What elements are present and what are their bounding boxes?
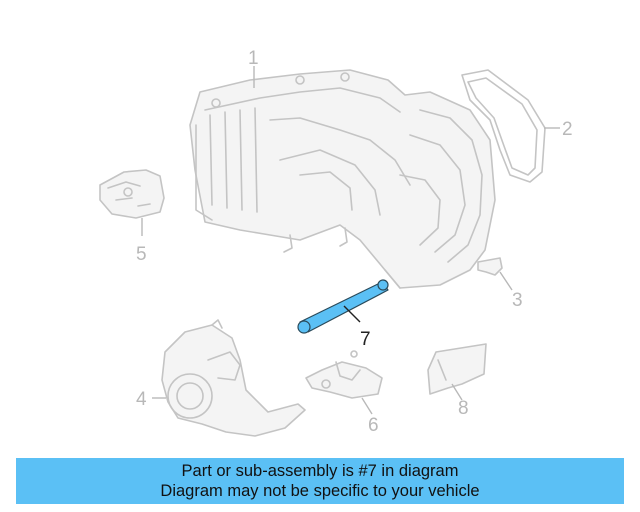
part-5-actuator <box>99 169 165 219</box>
part-8-shield <box>427 343 487 395</box>
callout-2: 2 <box>562 119 573 140</box>
callout-1: 1 <box>248 48 259 69</box>
leader-8 <box>451 383 463 401</box>
part-3-bracket <box>477 257 503 276</box>
leader-3 <box>499 271 513 291</box>
notice-line-2: Diagram may not be specific to your vehi… <box>160 482 480 500</box>
part-2-seal <box>461 69 546 183</box>
callout-3: 3 <box>512 290 523 311</box>
part-7-highlighted <box>297 279 389 334</box>
part-4-blower <box>161 319 306 437</box>
part-7-end-b <box>377 279 389 291</box>
callout-6: 6 <box>368 415 379 436</box>
callout-4: 4 <box>136 389 147 410</box>
part-6-resistor <box>305 350 383 399</box>
callout-7: 7 <box>360 329 371 350</box>
part-7-end-a <box>297 320 311 334</box>
leader-7 <box>343 305 361 323</box>
notice-line-1: Part or sub-assembly is #7 in diagram <box>181 462 459 480</box>
notice-banner: Part or sub-assembly is #7 in diagram Di… <box>16 458 624 504</box>
leader-6 <box>361 397 373 415</box>
callout-5: 5 <box>136 244 147 265</box>
part-1-hvac-case <box>189 69 496 289</box>
part-7-rod <box>299 281 389 333</box>
callout-8: 8 <box>458 398 469 419</box>
